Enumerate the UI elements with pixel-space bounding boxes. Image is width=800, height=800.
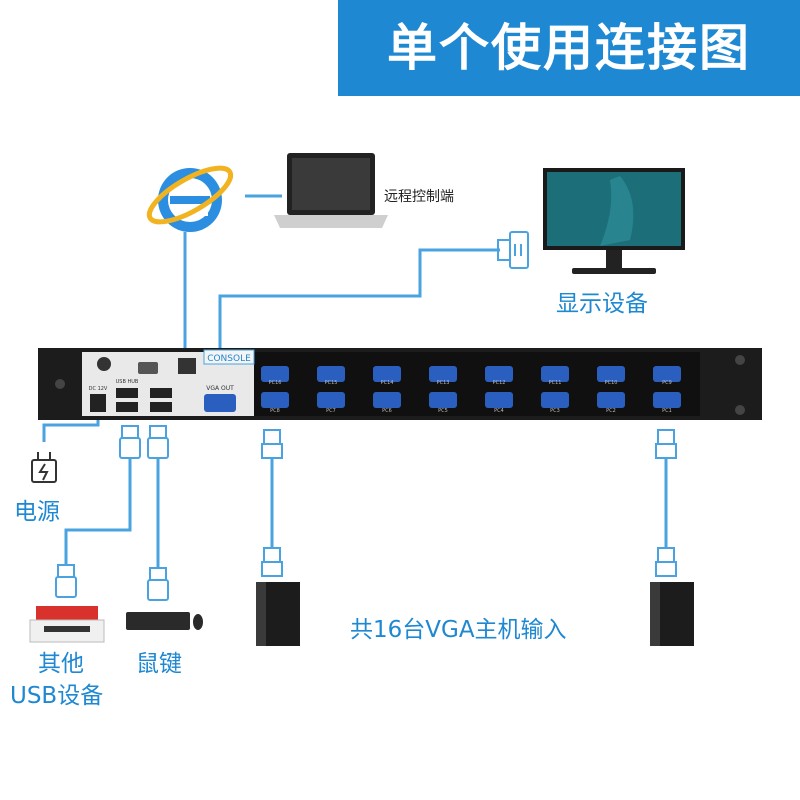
vga-port: [541, 392, 569, 408]
vga-port: [485, 392, 513, 408]
hosts-input-label: 共16台VGA主机输入: [350, 617, 567, 643]
vga-port: [261, 366, 289, 382]
usb-cable-1: [64, 458, 132, 565]
vga-port-label: PC2: [606, 408, 616, 414]
usb-hub-label: USB HUB: [116, 379, 139, 385]
pc-tower-icon: [256, 582, 300, 646]
vga-port-label: PC3: [550, 408, 560, 414]
vga-port-label: PC10: [605, 380, 618, 386]
usb-other-label-line2: USB设备: [10, 683, 104, 709]
ie-browser-icon: [146, 165, 234, 232]
kvm-switch-chassis: [38, 348, 762, 420]
usb-plug-icon: [55, 425, 169, 601]
mouse-icon: [193, 614, 203, 630]
display-device-label: 显示设备: [556, 291, 648, 317]
vga-port: [429, 392, 457, 408]
laptop-icon: [274, 153, 388, 228]
vga-port: [485, 366, 513, 382]
vga-out-label: VGA OUT: [206, 385, 234, 392]
power-label: 电源: [14, 499, 60, 525]
vga-port-label: PC13: [437, 380, 450, 386]
vga-port-label: PC7: [326, 408, 336, 414]
page-title: 单个使用连接图: [387, 19, 751, 77]
vga-plug-icons: [261, 429, 677, 577]
vga-port-label: PC6: [382, 408, 392, 414]
pc-tower-icon: [650, 582, 694, 646]
vga-port-label: PC16: [269, 380, 282, 386]
vga-port: [653, 392, 681, 408]
power-plug-icon: [31, 452, 57, 483]
vga-connector-icon: [497, 231, 529, 269]
console-port-label: CONSOLE: [207, 354, 251, 364]
console-to-monitor-cable: [218, 248, 500, 348]
vga-port-label: PC11: [549, 380, 562, 386]
vga-port-label: PC9: [662, 380, 672, 386]
vga-port-label: PC4: [494, 408, 504, 414]
cable-lines: [42, 194, 668, 568]
vga-port: [541, 366, 569, 382]
vga-port-label: PC14: [381, 380, 394, 386]
vga-port: [317, 366, 345, 382]
printer-icon: [29, 606, 105, 643]
keyboard-icon: [126, 612, 190, 630]
dc-power-label: DC 12V: [89, 386, 108, 392]
title-banner: 单个使用连接图: [338, 0, 800, 96]
vga-port: [597, 366, 625, 382]
kvm-rear-panel-ports: [90, 349, 255, 412]
vga-port-label: PC8: [270, 408, 280, 414]
vga-port-label: PC12: [493, 380, 506, 386]
keyboard-mouse-label: 鼠键: [136, 651, 182, 677]
vga-port: [261, 392, 289, 408]
vga-port-label: PC5: [438, 408, 448, 414]
vga-port-label: PC15: [325, 380, 338, 386]
usb-other-label-line1: 其他: [38, 651, 84, 677]
vga-port: [373, 366, 401, 382]
vga-port: [429, 366, 457, 382]
vga-port: [373, 392, 401, 408]
remote-control-label: 远程控制端: [384, 189, 454, 205]
vga-port: [653, 366, 681, 382]
vga-port-label: PC1: [662, 408, 672, 414]
vga-port: [597, 392, 625, 408]
monitor-icon: [543, 168, 685, 274]
vga-port: [317, 392, 345, 408]
